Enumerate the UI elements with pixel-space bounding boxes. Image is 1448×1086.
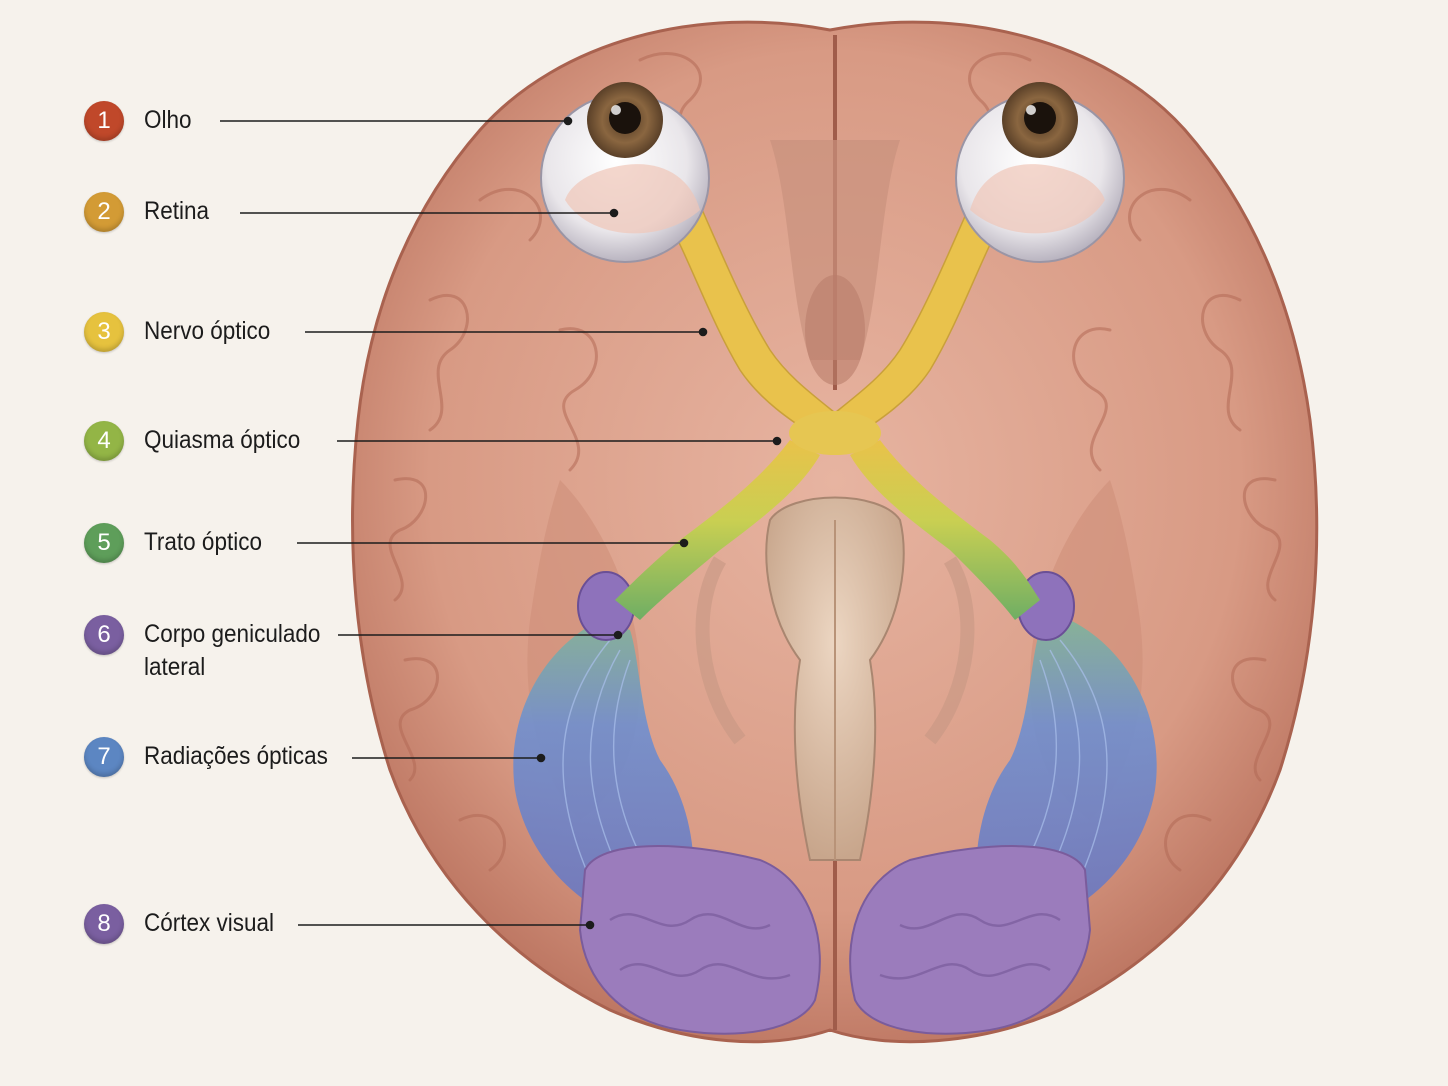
legend-label: Quiasma óptico [144,426,301,454]
legend-label: Corpo geniculado lateral [144,615,320,684]
legend-number-badge: 5 [84,523,124,563]
legend-item-optic-tract: 5 Trato óptico [84,523,275,563]
optic-radiations-left [513,620,694,920]
eye-left [540,82,710,263]
legend-item-optic-radiations: 7 Radiações ópticas [84,737,348,777]
legend-item-optic-nerve: 3 Nervo óptico [84,312,284,352]
optic-tract-left [615,440,820,620]
legend-number-badge: 4 [84,421,124,461]
leader-lines [220,116,782,930]
legend-label-line-1: Corpo geniculado [144,620,321,648]
legend-item-eye: 1 Olho [84,101,197,141]
legend-label: Nervo óptico [144,317,271,345]
legend-number-badge: 7 [84,737,124,777]
legend-number-badge: 3 [84,312,124,352]
optic-tract-right [850,440,1040,620]
visual-cortex-left [578,845,821,1035]
legend-number-badge: 1 [84,101,124,141]
legend-item-visual-cortex: 8 Córtex visual [84,904,289,944]
legend-number-badge: 6 [84,615,124,655]
legend-label-line-2: lateral [144,653,206,681]
optic-radiations-right [976,620,1157,920]
optic-chiasm [789,411,881,455]
legend-number-badge: 2 [84,192,124,232]
eye-right [955,82,1125,263]
legend-item-retina: 2 Retina [84,192,216,232]
legend-item-optic-chiasm: 4 Quiasma óptico [84,421,318,461]
legend-number-badge: 8 [84,904,124,944]
visual-cortex-right [849,845,1092,1035]
legend-label: Retina [144,197,210,225]
legend-item-lateral-geniculate: 6 Corpo geniculado lateral [84,615,340,684]
legend-label: Trato óptico [144,528,262,556]
legend-label: Olho [144,106,192,134]
legend-label: Córtex visual [144,909,275,937]
legend-label: Radiações ópticas [144,742,328,770]
